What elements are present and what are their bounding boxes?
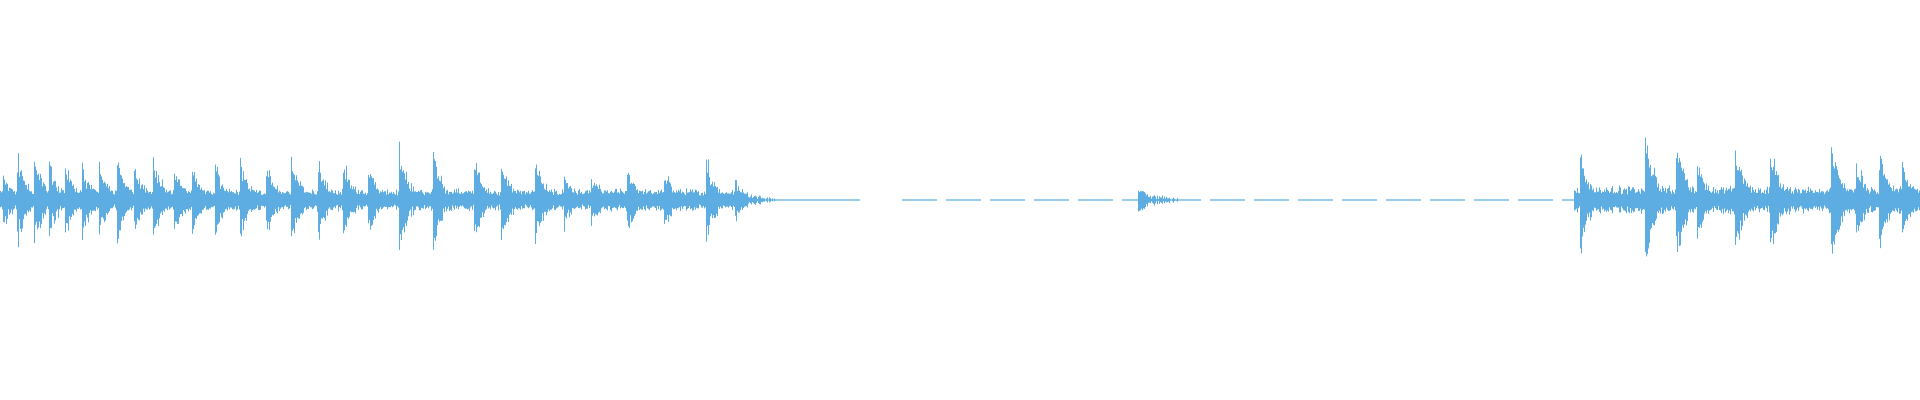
waveform-samples — [0, 137, 1920, 257]
